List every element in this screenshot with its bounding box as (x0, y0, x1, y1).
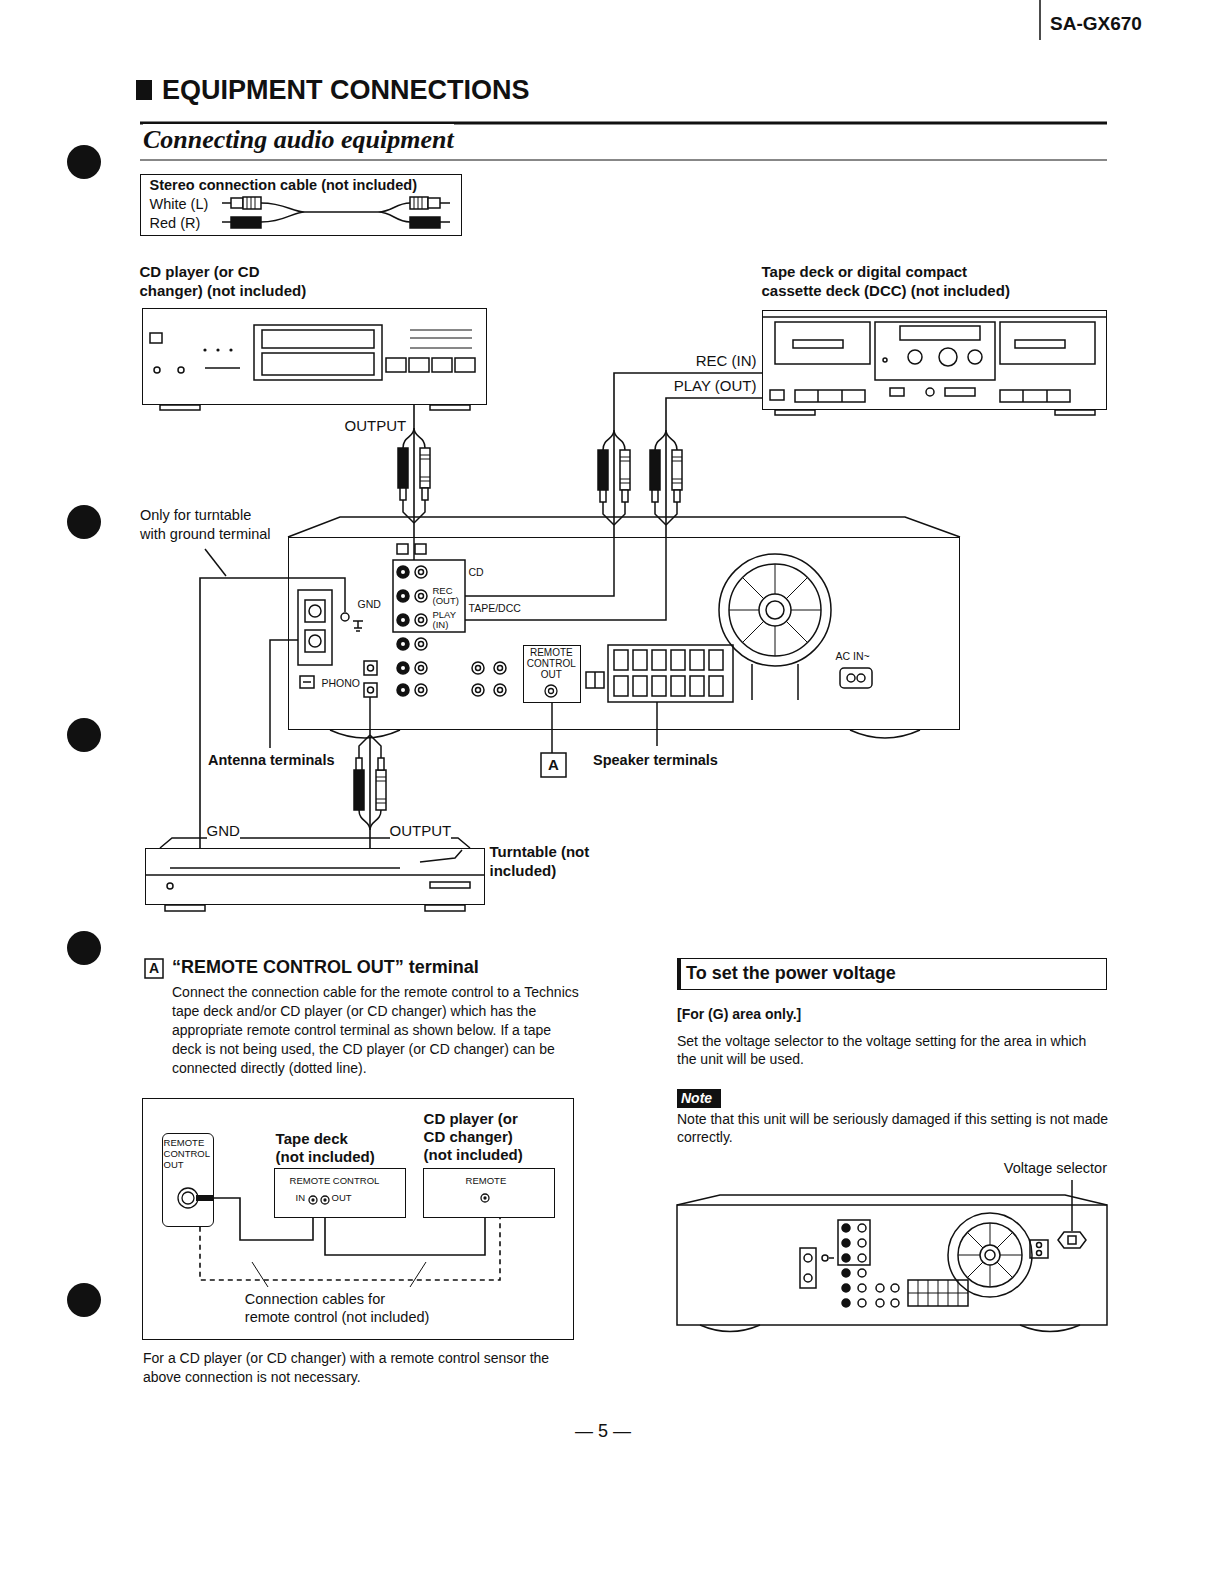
label-text: Connect the connection cable for the rem… (172, 983, 580, 1078)
cable-connector (666, 398, 762, 537)
label-text: SA-GX670 (1050, 12, 1142, 35)
cable-connector (369, 730, 371, 848)
label-text: Set the voltage selector to the voltage … (677, 1032, 1109, 1068)
node-text: REMOTE CONTROL OUT (164, 1137, 212, 1170)
label-text: Speaker terminals (593, 752, 718, 769)
node-text: OUT (332, 1192, 352, 1203)
node-text: TAPE/DCC (469, 602, 521, 614)
label-text: — 5 — (575, 1420, 631, 1442)
node-text: OUTPUT (390, 822, 452, 840)
cable-connector (200, 578, 288, 848)
label-text: [For (G) area only.] (677, 1006, 801, 1023)
node-text: PLAY (IN) (433, 610, 443, 630)
node-text: GND (207, 822, 240, 840)
node-text: IN (296, 1192, 306, 1203)
tape-deck: Tape deck or digital compact cassette de… (762, 310, 1107, 410)
remote-connection-frame: Connection cables for remote control (no… (142, 1098, 574, 1340)
remote-out-terminal: REMOTE CONTROL OUT (162, 1133, 214, 1227)
label-text: A (145, 960, 163, 977)
node-text: Turntable (not included) (490, 842, 590, 880)
label-text: Voltage selector (1004, 1160, 1107, 1177)
node-text: Connection cables for remote control (no… (245, 1290, 430, 1326)
node-text: AC IN~ (836, 650, 870, 663)
cable-connector (200, 1218, 500, 1280)
label-text: Note that this unit will be seriously da… (677, 1110, 1109, 1146)
node-text: REMOTE CONTROL OUT (524, 647, 578, 680)
node-text: Red (R) (150, 215, 201, 232)
label-text: Only for turntable with ground terminal (140, 506, 271, 544)
node-text: Tape deck or digital compact cassette de… (762, 262, 1011, 300)
node-text: GND (358, 598, 381, 611)
node-text: Tape deck (not included) (276, 1130, 376, 1166)
label-text: A (541, 756, 566, 774)
node-text: CD (469, 566, 484, 579)
node-text: PLAY (OUT) (674, 377, 757, 395)
node-text: REMOTE CONTROL (290, 1175, 380, 1186)
node-text: CD player (or CD changer) (not included) (424, 1110, 524, 1164)
node-text: To set the power voltage (686, 962, 896, 984)
node-text: Stereo connection cable (not included) (150, 177, 417, 194)
label-text: For a CD player (or CD changer) with a r… (143, 1349, 583, 1387)
receiver-rear-panel: CD REC (OUT) TAPE/DCC PLAY (IN) GND PHONO AC I… (288, 537, 960, 730)
cd-player: CD player (or CD changer) (not included)… (142, 308, 487, 405)
label-text: “REMOTE CONTROL OUT” terminal (172, 956, 479, 978)
cable-connector (325, 1218, 485, 1255)
node-text: OUTPUT (345, 417, 407, 435)
remote-terminal-box: REMOTE CONTROL OUT (523, 645, 581, 703)
cable-connector (614, 373, 762, 537)
section-heading-box: To set the power voltage (677, 958, 1107, 990)
note-badge: Note (677, 1089, 721, 1108)
cable-connector (214, 1198, 313, 1240)
node-text: PHONO (322, 677, 361, 690)
node-text: REC (IN) (696, 352, 757, 370)
cable-legend-box: Stereo connection cable (not included) Wh… (140, 174, 462, 236)
node-text: Note (681, 1090, 712, 1107)
label-text: Connecting audio equipment (143, 124, 454, 155)
tape-deck-remote: Tape deck (not included)REMOTE CONTROLIN… (274, 1168, 406, 1218)
label-text: Antenna terminals (208, 752, 335, 769)
page-title: EQUIPMENT CONNECTIONS (162, 74, 530, 106)
node-text: REMOTE (466, 1175, 507, 1186)
node-text: White (L) (150, 196, 209, 213)
turntable: Turntable (not included)GNDOUTPUT (145, 848, 485, 905)
node-text: CD player (or CD changer) (not included) (140, 262, 307, 300)
cd-player-remote: CD player (or CD changer) (not included)… (423, 1168, 555, 1218)
cable-connector (413, 405, 415, 537)
node-text: REC (OUT) (433, 586, 443, 606)
